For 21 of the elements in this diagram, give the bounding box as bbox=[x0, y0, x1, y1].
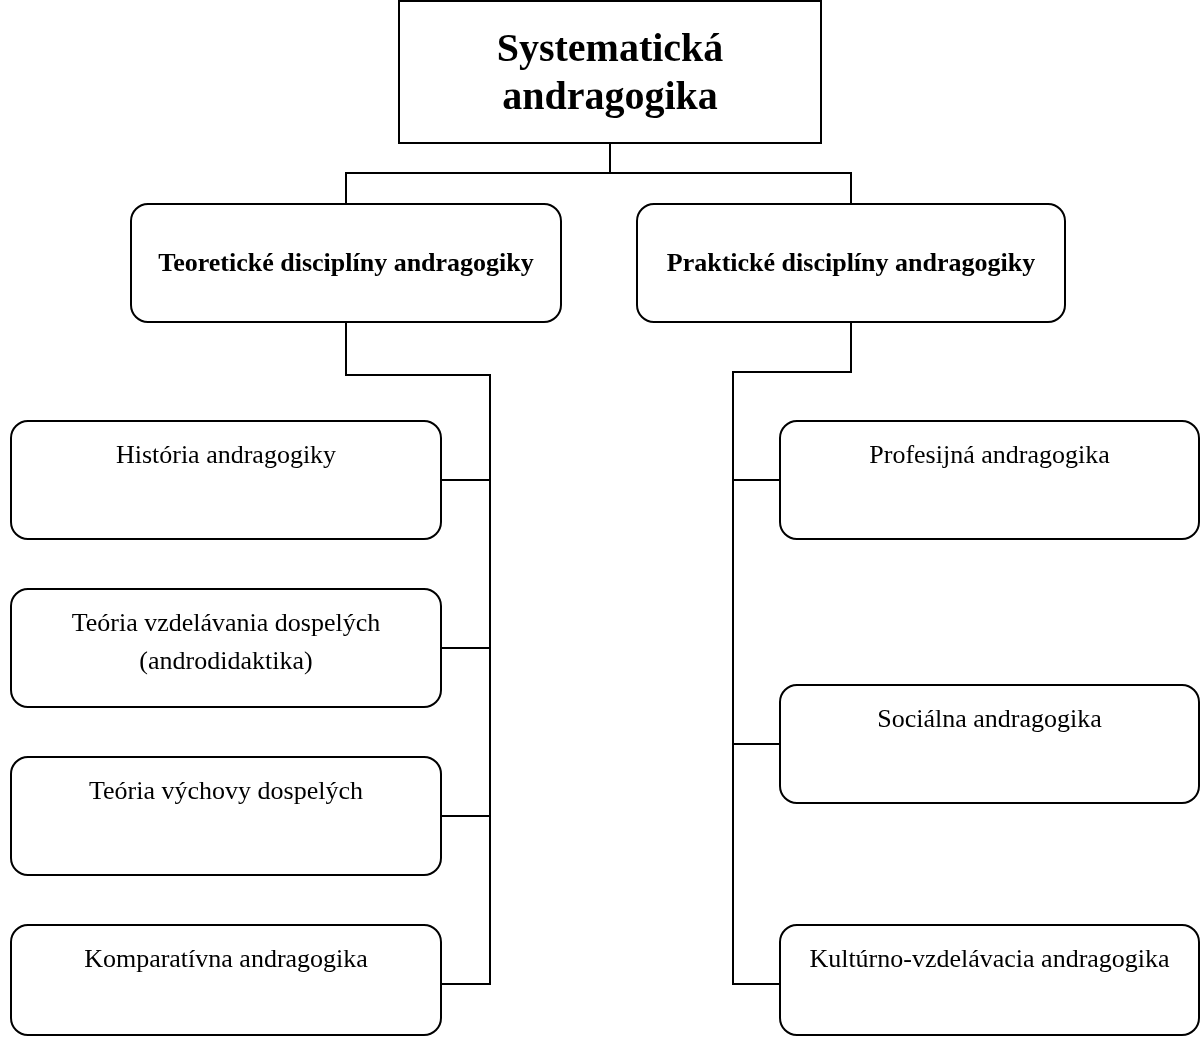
box-label: Teoretické disciplíny andragogiky bbox=[158, 247, 534, 280]
box-label: Kultúrno-vzdelávacia andragogika bbox=[809, 943, 1170, 975]
box-label: Komparatívna andragogika bbox=[84, 943, 368, 975]
box-label: História andragogiky bbox=[115, 439, 337, 471]
box-label: Praktické disciplíny andragogiky bbox=[666, 247, 1036, 280]
category-box bbox=[636, 203, 1066, 323]
discipline-box bbox=[10, 588, 442, 708]
category-box bbox=[130, 203, 562, 323]
discipline-box bbox=[779, 924, 1200, 1036]
box-label: Sociálna andragogika bbox=[877, 703, 1102, 735]
connector-line bbox=[609, 143, 852, 204]
discipline-box bbox=[10, 420, 442, 540]
title-box bbox=[398, 0, 822, 144]
discipline-box bbox=[10, 756, 442, 876]
discipline-box bbox=[10, 924, 442, 1036]
box-label: Profesijná andragogika bbox=[869, 439, 1110, 471]
box-label: Teória výchovy dospelých bbox=[89, 775, 363, 807]
discipline-box bbox=[779, 684, 1200, 804]
discipline-box bbox=[779, 420, 1200, 540]
box-label: Systematická andragogika bbox=[495, 24, 725, 120]
box-label: Teória vzdelávania dospelých (androdidaktika) bbox=[70, 607, 382, 677]
